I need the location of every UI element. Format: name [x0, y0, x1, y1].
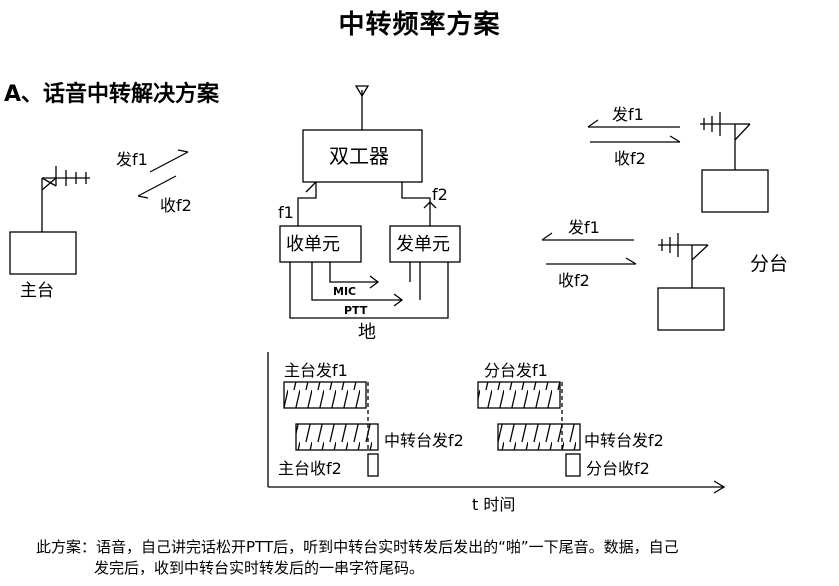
scheme-note: 此方案：语音，自己讲完话松开PTT后，听到中转台实时转发后发出的“啪”一下尾音。… — [36, 537, 836, 579]
f1-label: f1 — [278, 203, 294, 222]
mic-label: MIC — [333, 285, 356, 298]
antenna-icon — [41, 166, 90, 191]
branch-station-label: 分台 — [750, 253, 788, 275]
branch-station-top — [700, 112, 769, 213]
duplexer-box — [302, 129, 423, 183]
note-line-2: 发完后，收到中转台实时转发后的一串字符尾码。 — [94, 559, 425, 577]
branch-tx-bar — [477, 381, 561, 409]
branch-bottom-send-label: 发f1 — [568, 218, 600, 237]
relay-tx-bar-2 — [497, 423, 581, 451]
branch-link-bottom — [541, 232, 637, 265]
main-rx-label: 主台收f2 — [278, 459, 342, 478]
repeater-diagram: 主台 发f1 收f2 双工器 f1 f2 收单元 发单元 MIC PTT 地 — [9, 85, 788, 514]
main-station-box — [9, 231, 77, 275]
repeater — [279, 85, 461, 319]
section-heading: A、话音中转解决方案 — [4, 82, 220, 107]
branch-rx-bar — [565, 453, 581, 477]
main-recv-label: 收f2 — [160, 196, 192, 215]
tx-unit-box — [389, 225, 461, 263]
branch-bottom-recv-label: 收f2 — [558, 271, 590, 290]
relay-tx-label-2: 中转台发f2 — [584, 431, 664, 450]
branch-link-top — [587, 119, 681, 143]
f2-label: f2 — [432, 185, 448, 204]
main-tx-label: 主台发f1 — [284, 361, 348, 380]
antenna-icon — [700, 112, 751, 141]
main-rx-bar — [367, 453, 379, 477]
branch-rx-label: 分台收f2 — [586, 459, 650, 478]
page-title: 中转频率方案 — [338, 10, 501, 40]
tx-unit-label: 发单元 — [396, 234, 450, 255]
relay-tx-bar-1 — [295, 423, 379, 451]
relay-tx-label-1: 中转台发f2 — [384, 431, 464, 450]
time-axis-label: t 时间 — [472, 495, 515, 514]
rx-unit-box — [279, 225, 362, 263]
main-link: 发f1 收f2 — [116, 149, 192, 215]
main-station-label: 主台 — [20, 281, 54, 301]
ptt-label: PTT — [344, 304, 368, 317]
antenna-icon — [658, 233, 709, 261]
note-line-1: 此方案：语音，自己讲完话松开PTT后，听到中转台实时转发后发出的“啪”一下尾音。… — [36, 538, 679, 556]
antenna-icon — [354, 85, 370, 98]
branch-station-bottom-box — [657, 287, 725, 331]
main-station: 主台 — [9, 166, 90, 301]
branch-top-recv-label: 收f2 — [614, 149, 646, 168]
ground-label: 地 — [358, 322, 376, 343]
rx-unit-label: 收单元 — [286, 234, 340, 255]
branch-station-bottom — [657, 233, 725, 331]
branch-station-top-box — [701, 169, 769, 213]
branch-tx-label: 分台发f1 — [484, 361, 548, 380]
main-send-label: 发f1 — [116, 150, 148, 169]
timing-diagram — [267, 352, 726, 494]
main-tx-bar — [283, 381, 367, 409]
duplexer-label: 双工器 — [329, 144, 389, 168]
branch-top-send-label: 发f1 — [612, 105, 644, 124]
